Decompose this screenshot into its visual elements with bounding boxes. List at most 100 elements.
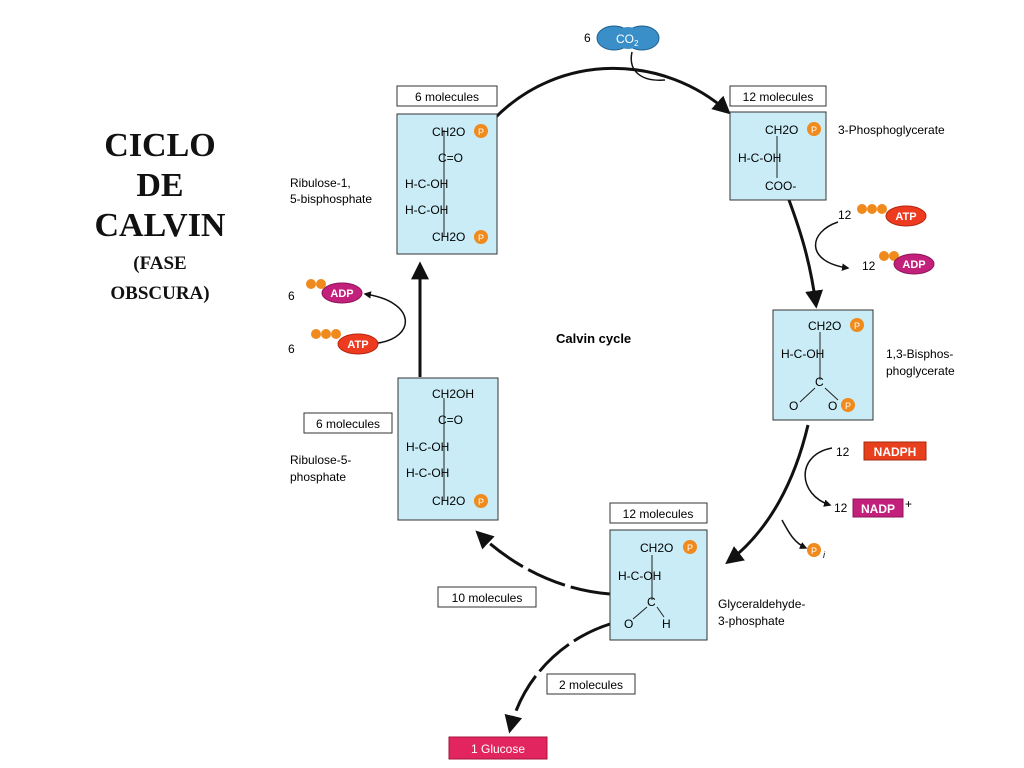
title-line-1: CICLO <box>104 127 216 164</box>
nadph-badge <box>863 441 927 461</box>
bpg-double-bond <box>799 387 816 403</box>
atp-left-label: ATP <box>347 339 368 351</box>
rubp-structure: CH2O C=O H-C-OH H-C-OH CH2O <box>405 125 465 244</box>
adp-phosphate-chain-icon <box>306 279 326 289</box>
adp-left-label: ADP <box>330 288 353 300</box>
nadph-count: 12 <box>836 445 850 459</box>
slide-title: CICLO DE CALVIN (FASE OBSCURA) <box>80 126 240 306</box>
ru5p-line-4: H-C-OH <box>406 466 449 480</box>
adp-right-badge <box>893 253 935 275</box>
glucose-label: 1 Glucose <box>471 742 525 756</box>
adp-right-label: ADP <box>902 259 925 271</box>
bpg-line-3: C <box>815 375 824 389</box>
rubp-line-3: H-C-OH <box>405 177 448 191</box>
pga-count: 12 molecules <box>743 90 814 104</box>
pi-release-curve <box>781 519 808 549</box>
bpg-line-5: O <box>828 399 837 413</box>
phosphate-icon <box>807 122 821 136</box>
title-line-2: DE <box>136 167 184 204</box>
atp-right-label: ATP <box>895 211 916 223</box>
arrow-g3p-to-ru5p <box>475 530 611 596</box>
rubp-line-5: CH2O <box>432 230 465 244</box>
arrow-rubp-to-pga <box>491 66 731 122</box>
rubp-name-2: 5-bisphosphate <box>290 192 372 206</box>
two-molecules-label: 2 molecules <box>559 678 623 692</box>
pga-line-3: COO- <box>765 179 796 193</box>
phosphate-icon <box>474 124 488 138</box>
g3p-name-2: 3-phosphate <box>718 614 785 628</box>
co2-molecule-icon <box>596 25 660 51</box>
atp-left-count: 6 <box>288 342 295 356</box>
atp-adp-left-curve <box>363 291 406 344</box>
bpg-line-1: CH2O <box>808 319 841 333</box>
phosphate-label: P <box>845 401 851 411</box>
ru5p-count: 6 molecules <box>316 417 380 431</box>
g3p-line-5: H <box>662 617 671 631</box>
nadp-badge <box>852 498 904 518</box>
arrow-pga-to-bpg <box>787 199 824 309</box>
subtitle-line-1: (FASE <box>133 253 187 274</box>
pga-name: 3-Phosphoglycerate <box>838 123 945 137</box>
bpg-line-4: O <box>789 399 798 413</box>
bpg-line-2: H-C-OH <box>781 347 824 361</box>
phosphate-icon <box>850 318 864 332</box>
inorganic-phosphate-icon <box>807 543 821 557</box>
nadph-nadp-curve <box>804 447 833 507</box>
phosphate-icon <box>683 540 697 554</box>
nadp-count: 12 <box>834 501 848 515</box>
phosphate-label: P <box>478 127 484 137</box>
co2-count: 6 <box>584 31 591 45</box>
atp-phosphate-chain-icon <box>311 329 341 339</box>
g3p-count: 12 molecules <box>623 507 694 521</box>
rubp-line-4: H-C-OH <box>405 203 448 217</box>
arrow-bpg-to-g3p <box>725 424 810 565</box>
phosphate-icon <box>474 494 488 508</box>
rubp-count-frame <box>396 85 498 107</box>
co2-input-curve <box>630 51 666 81</box>
rubp-name-1: Ribulose-1, <box>290 176 351 190</box>
ru5p-line-2: C=O <box>438 413 463 427</box>
ten-molecules-frame <box>437 586 537 608</box>
adp-right-count: 12 <box>862 259 876 273</box>
g3p-count-frame <box>609 502 708 524</box>
pi-label: P <box>811 546 817 556</box>
bpg-name-1: 1,3-Bisphos- <box>886 347 953 361</box>
ru5p-line-3: H-C-OH <box>406 440 449 454</box>
phosphate-icon <box>474 230 488 244</box>
calvin-cycle-center-label: Calvin cycle <box>556 331 631 346</box>
ru5p-name-1: Ribulose-5- <box>290 453 351 467</box>
rubp-line-2: C=O <box>438 151 463 165</box>
atp-right-count: 12 <box>838 208 852 222</box>
bpg-ester-bond <box>824 387 839 401</box>
ru5p-structure: CH2OH C=O H-C-OH H-C-OH CH2O <box>406 387 474 508</box>
rubp-line-1: CH2O <box>432 125 465 139</box>
g3p-line-4: O <box>624 617 633 631</box>
g3p-line-3: C <box>647 595 656 609</box>
phosphate-label: P <box>811 125 817 135</box>
title-line-3: CALVIN <box>94 207 226 244</box>
rubp-count: 6 molecules <box>415 90 479 104</box>
g3p-line-2: H-C-OH <box>618 569 661 583</box>
pga-line-2: H-C-OH <box>738 151 781 165</box>
phosphate-icon <box>841 398 855 412</box>
g3p-h-bond <box>656 606 665 618</box>
g3p-double-bond <box>632 606 648 620</box>
ten-molecules-label: 10 molecules <box>452 591 523 605</box>
nadp-charge: + <box>905 497 912 511</box>
co2-label: CO2 <box>616 32 639 48</box>
g3p-name-1: Glyceraldehyde- <box>718 597 805 611</box>
phosphate-label: P <box>854 321 860 331</box>
bpg-name-2: phoglycerate <box>886 364 955 378</box>
phosphate-label: P <box>687 543 693 553</box>
pi-subscript: i <box>823 550 826 560</box>
arrow-g3p-to-glucose <box>504 622 611 734</box>
g3p-line-1: CH2O <box>640 541 673 555</box>
atp-left-badge <box>337 333 379 355</box>
pga-line-1: CH2O <box>765 123 798 137</box>
pga-count-frame <box>729 85 827 107</box>
ru5p-count-frame <box>303 412 393 434</box>
ru5p-line-1: CH2OH <box>432 387 474 401</box>
glucose-badge <box>448 736 548 760</box>
